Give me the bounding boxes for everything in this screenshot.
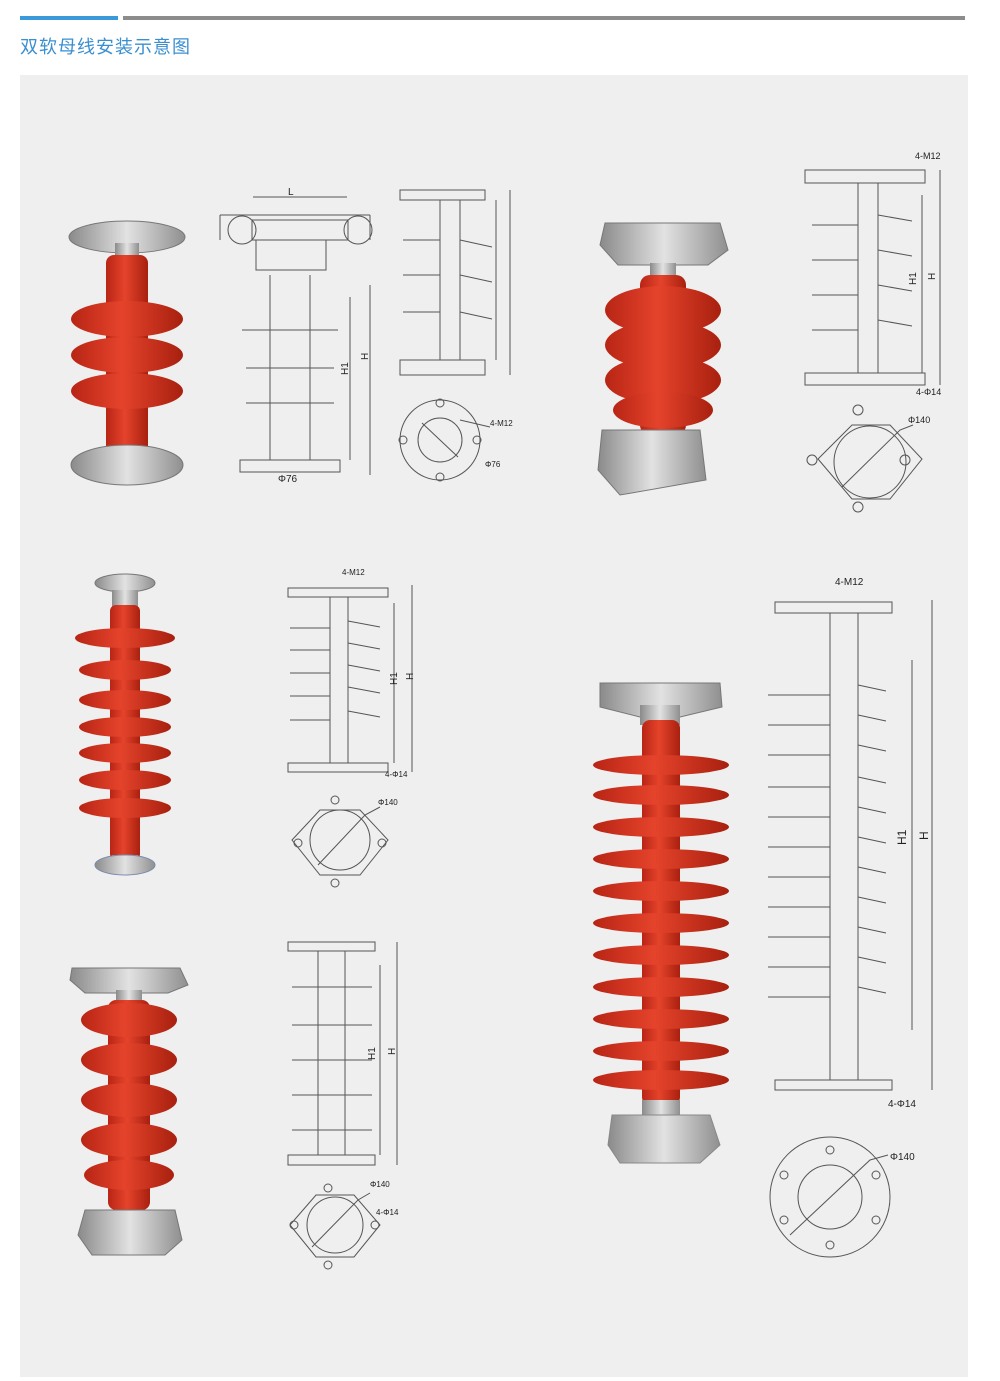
- d2-label-bolt: 4-M12: [915, 151, 941, 161]
- d1-label-bolt: 4-M12: [490, 419, 513, 428]
- d1-label-H1: H1: [340, 362, 351, 375]
- insulator-photo-4: [69, 967, 189, 1256]
- insulator-photo-1: [68, 220, 186, 486]
- dimension-drawing-3: [287, 585, 413, 888]
- dimension-drawing-1: [219, 189, 511, 482]
- d3-label-H1: H1: [389, 672, 400, 685]
- header-accent-bar: [20, 16, 118, 20]
- d1-label-phi76: Φ76: [278, 474, 298, 485]
- d1-label-L: L: [288, 187, 294, 198]
- d5-label-phi: Φ140: [890, 1152, 915, 1163]
- d2-label-H: H: [927, 273, 938, 280]
- d2-label-H1: H1: [908, 272, 919, 285]
- d5-label-bolt: 4-M12: [835, 577, 864, 588]
- d4-label-holes: 4-Φ14: [376, 1208, 399, 1217]
- insulator-photo-3: [75, 573, 175, 876]
- illustration-panel: L H1 H Φ76 4-M12 Φ76 4-M12 H1 H 4-Φ14 Φ1…: [20, 75, 968, 1377]
- d5-label-holes: 4-Φ14: [888, 1099, 916, 1110]
- d3-label-H: H: [405, 673, 416, 680]
- d2-label-holes: 4-Φ14: [916, 387, 941, 397]
- insulator-photo-5: [593, 682, 729, 1164]
- d3-label-bolt: 4-M12: [342, 568, 365, 577]
- dimension-drawing-4: [287, 941, 398, 1270]
- insulator-drawings: L H1 H Φ76 4-M12 Φ76 4-M12 H1 H 4-Φ14 Φ1…: [68, 151, 941, 1270]
- d5-label-H: H: [917, 831, 931, 840]
- d1-label-phi76b: Φ76: [485, 460, 501, 469]
- page-title: 双软母线安装示意图: [20, 37, 191, 58]
- d4-label-phi: Φ140: [370, 1180, 390, 1189]
- d3-label-holes: 4-Φ14: [385, 770, 408, 779]
- d3-label-phi: Φ140: [378, 798, 398, 807]
- d1-label-H: H: [360, 353, 371, 360]
- d5-label-H1: H1: [895, 829, 909, 845]
- insulator-photo-2: [597, 222, 729, 496]
- d4-label-H: H: [387, 1048, 398, 1055]
- d4-label-H1: H1: [367, 1047, 378, 1060]
- dimension-drawing-2: [804, 169, 941, 513]
- dimension-drawing-5: [768, 600, 933, 1258]
- header-rule: [123, 16, 965, 20]
- d2-label-phi: Φ140: [908, 415, 930, 425]
